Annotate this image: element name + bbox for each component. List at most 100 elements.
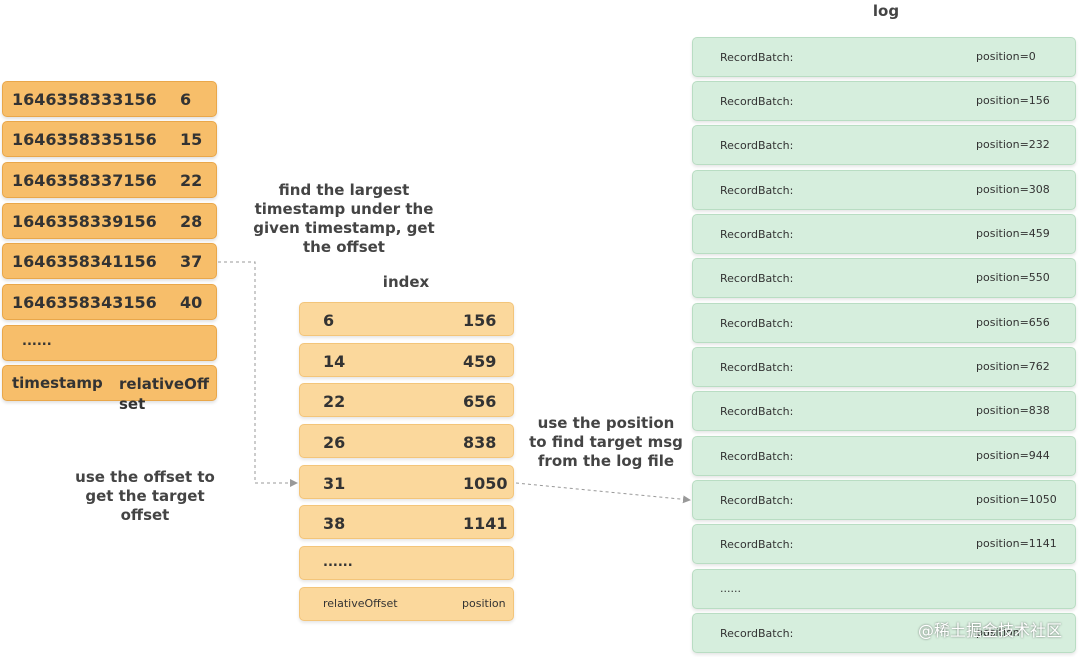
annotation-line: given timestamp, get [253, 219, 435, 237]
annotation-line: to find target msg [529, 433, 683, 451]
timestamp-value: 1646358343156 [12, 293, 157, 312]
relative-offset-value: 28 [180, 212, 203, 231]
timestamp-row: 1646358333156 6 [2, 81, 217, 117]
timestamp-value: 1646358335156 [12, 130, 157, 149]
offset-value: 26 [323, 433, 346, 452]
position-value: 1050 [463, 474, 508, 493]
offset-value: 22 [323, 392, 346, 411]
record-batch-position: position [976, 626, 1020, 639]
ellipsis: ...... [720, 582, 741, 595]
record-batch-row: RecordBatch: position=308 [692, 170, 1076, 210]
record-batch-row: RecordBatch: position=550 [692, 258, 1076, 298]
record-batch-position: position=1050 [976, 493, 1057, 506]
timestamp-to-index-arrow [218, 261, 298, 487]
record-batch-label: RecordBatch: [720, 361, 794, 374]
relative-offset-value: 15 [180, 130, 203, 149]
record-batch-label: RecordBatch: [720, 139, 794, 152]
annotation-line: use the offset to [75, 468, 215, 486]
index-row: 22 656 [299, 383, 514, 417]
timestamp-row-highlighted: 1646358341156 37 [2, 243, 217, 279]
record-batch-position: position=762 [976, 360, 1050, 373]
use-offset-annotation: use the offset to get the target offset [70, 468, 220, 525]
timestamp-value: 1646358339156 [12, 212, 157, 231]
position-header: position [462, 597, 506, 610]
record-batch-label: RecordBatch: [720, 272, 794, 285]
index-row: 38 1141 [299, 505, 514, 539]
annotation-line: use the position [537, 414, 675, 432]
offset-value: 6 [323, 311, 335, 330]
offset-value: 14 [323, 352, 346, 371]
offset-value: 31 [323, 474, 346, 493]
relative-offset-header: relativeOffset [323, 597, 398, 610]
index-row: 6 156 [299, 302, 514, 336]
record-batch-row: RecordBatch: position=232 [692, 125, 1076, 165]
record-batch-label: RecordBatch: [720, 184, 794, 197]
record-batch-label: RecordBatch: [720, 538, 794, 551]
annotation-line: find the largest [278, 181, 410, 199]
record-batch-row: RecordBatch: position [692, 613, 1076, 653]
timestamp-ellipsis-row: ...... [2, 325, 217, 361]
record-batch-label: RecordBatch: [720, 317, 794, 330]
log-title: log [872, 2, 900, 20]
record-batch-row: RecordBatch: position=0 [692, 37, 1076, 77]
index-row: 26 838 [299, 424, 514, 458]
record-batch-label: RecordBatch: [720, 405, 794, 418]
use-position-annotation: use the position to find target msg from… [526, 414, 686, 471]
annotation-line: the offset [303, 238, 385, 256]
record-batch-label: RecordBatch: [720, 228, 794, 241]
position-value: 459 [463, 352, 497, 371]
find-offset-annotation: find the largest timestamp under the giv… [250, 181, 438, 257]
index-row: 14 459 [299, 343, 514, 377]
record-batch-label: RecordBatch: [720, 627, 794, 640]
record-batch-label: RecordBatch: [720, 494, 794, 507]
timestamp-header-row: timestamp relativeOffset [2, 365, 217, 413]
position-value: 656 [463, 392, 497, 411]
record-batch-row: RecordBatch: position=459 [692, 214, 1076, 254]
record-batch-position: position=459 [976, 227, 1050, 240]
annotation-line: from the log file [537, 452, 675, 470]
watermark: @稀土掘金技术社区 [917, 621, 1062, 640]
record-batch-row: RecordBatch: position=656 [692, 303, 1076, 343]
ellipsis: ...... [323, 555, 353, 570]
record-batch-position: position=0 [976, 50, 1036, 63]
timestamp-row: 1646358337156 22 [2, 162, 217, 198]
record-batch-position: position=1141 [976, 537, 1057, 550]
relative-offset-value: 37 [180, 252, 203, 271]
timestamp-value: 1646358341156 [12, 252, 157, 271]
offset-value: 38 [323, 514, 346, 533]
ellipsis: ...... [22, 334, 52, 349]
index-ellipsis-row: ...... [299, 546, 514, 580]
index-title: index [382, 273, 430, 291]
record-batch-row: RecordBatch: position=762 [692, 347, 1076, 387]
relative-offset-header: relativeOffset [119, 375, 209, 413]
record-batch-row: RecordBatch: position=944 [692, 436, 1076, 476]
record-batch-position: position=944 [976, 449, 1050, 462]
timestamp-row: 1646358343156 40 [2, 284, 217, 320]
position-value: 838 [463, 433, 497, 452]
record-batch-row: RecordBatch: position=156 [692, 81, 1076, 121]
record-batch-label: RecordBatch: [720, 450, 794, 463]
record-batch-position: position=232 [976, 138, 1050, 151]
annotation-line: offset [120, 506, 170, 524]
timestamp-row: 1646358335156 15 [2, 121, 217, 157]
timestamp-header: timestamp [12, 374, 103, 392]
index-row-highlighted: 31 1050 [299, 465, 514, 499]
record-batch-label: RecordBatch: [720, 95, 794, 108]
record-batch-row-highlighted: RecordBatch: position=1050 [692, 480, 1076, 520]
record-batch-row: RecordBatch: position=838 [692, 391, 1076, 431]
record-batch-position: position=656 [976, 316, 1050, 329]
relative-offset-value: 40 [180, 293, 203, 312]
relative-offset-value: 22 [180, 171, 203, 190]
record-batch-position: position=156 [976, 94, 1050, 107]
record-batch-ellipsis-row: ...... [692, 569, 1076, 609]
record-batch-label: RecordBatch: [720, 51, 794, 64]
annotation-line: get the target [85, 487, 205, 505]
record-batch-position: position=308 [976, 183, 1050, 196]
record-batch-position: position=838 [976, 404, 1050, 417]
position-value: 1141 [463, 514, 508, 533]
relative-offset-value: 6 [180, 90, 192, 109]
record-batch-row: RecordBatch: position=1141 [692, 524, 1076, 564]
record-batch-position: position=550 [976, 271, 1050, 284]
timestamp-value: 1646358337156 [12, 171, 157, 190]
